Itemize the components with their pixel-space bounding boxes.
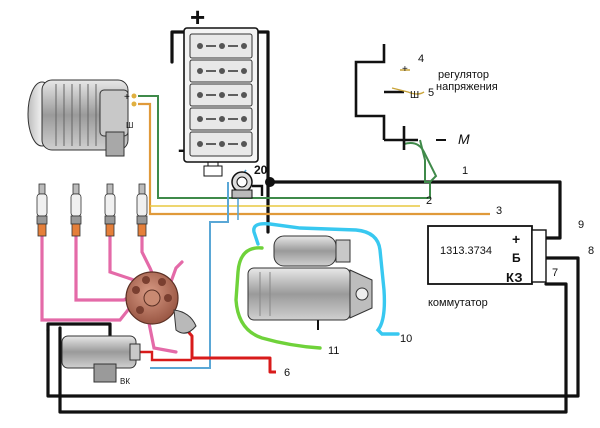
- commutator-model: 1313.3734: [440, 245, 492, 257]
- generator: [27, 79, 137, 157]
- commutator-kz: КЗ: [506, 270, 523, 285]
- cyan-wire-10: [252, 221, 400, 336]
- wire-label-2: 2: [426, 195, 432, 207]
- regulator-label-2: напряжения: [436, 81, 498, 93]
- regulator-sh: Ш: [410, 90, 419, 101]
- regulator-pin-m: M: [458, 131, 470, 147]
- battery-minus-label: -: [178, 139, 185, 161]
- blue-wire: [150, 182, 229, 369]
- red-wire-6: [174, 317, 276, 374]
- wire-label-3: 3: [496, 205, 502, 217]
- coil-bk-label: ВК: [120, 377, 130, 386]
- battery: [183, 27, 259, 177]
- junction-node: [265, 177, 275, 187]
- green-wire: [138, 95, 431, 199]
- wire-label-9: 9: [578, 219, 584, 231]
- fuse-20-label: 20: [254, 163, 268, 177]
- ignition-switch: [231, 171, 264, 199]
- red-wire-coil: [134, 350, 192, 362]
- green-wire-reg: [403, 142, 438, 183]
- commutator-label: коммутатор: [428, 297, 488, 309]
- commutator: [427, 225, 547, 285]
- wire-label-11: 11: [328, 345, 339, 357]
- regulator-plus: +: [402, 64, 408, 75]
- wire-label-8: 8: [588, 245, 594, 257]
- regulator-pin-5: 5: [428, 87, 434, 99]
- wire-label-6: 6: [284, 367, 290, 379]
- lime-wire-11: [234, 246, 322, 350]
- starter-motor: [247, 235, 373, 330]
- regulator-label-1: регулятор: [438, 69, 489, 81]
- wire-label-1: 1: [462, 165, 468, 177]
- voltage-regulator: [354, 44, 446, 150]
- black-wire-group: [46, 30, 580, 414]
- spark-plugs: [36, 183, 148, 237]
- generator-sh-label: Ш: [126, 121, 133, 130]
- commutator-plus: +: [512, 231, 520, 247]
- distributor: [125, 271, 197, 334]
- battery-plus-label: +: [190, 2, 205, 32]
- orange-wire: [138, 102, 490, 216]
- wire-label-10: 10: [400, 333, 412, 345]
- regulator-small-wires: [391, 69, 425, 95]
- wire-label-7: 7: [552, 267, 558, 279]
- commutator-kb: Б: [512, 251, 521, 265]
- ignition-coil: [61, 335, 141, 383]
- regulator-pin-4: 4: [418, 53, 424, 65]
- generator-plus-label: +: [124, 92, 130, 103]
